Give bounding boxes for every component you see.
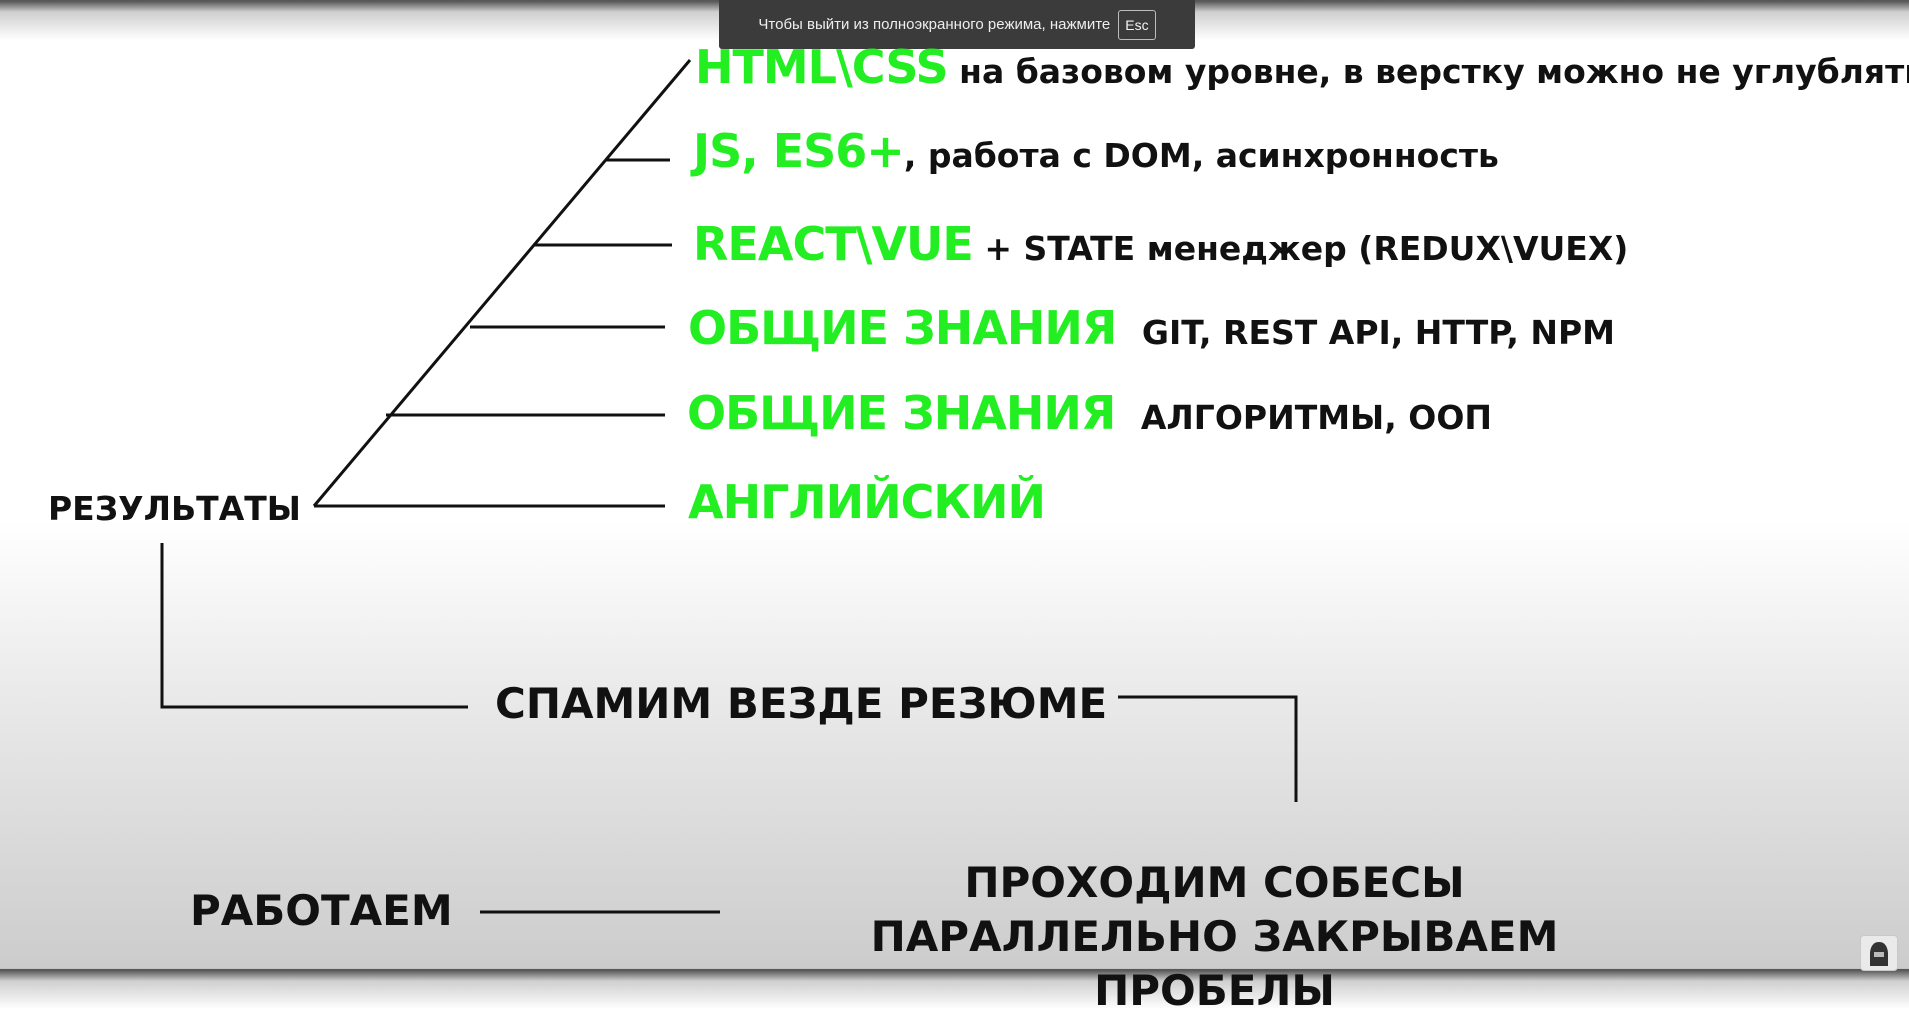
fullscreen-notice-text: Чтобы выйти из полноэкранного режима, на…: [758, 16, 1111, 33]
fullscreen-exit-notice: Чтобы выйти из полноэкранного режима, на…: [719, 0, 1195, 49]
esc-key-badge: Esc: [1118, 9, 1156, 40]
root-to-spam-line: [160, 543, 468, 709]
channel-avatar-icon[interactable]: [1860, 935, 1898, 971]
branch-5-rest: АЛГОРИТМЫ, ООП: [1140, 398, 1492, 437]
step-work: РАБОТАЕМ: [190, 886, 453, 935]
branch-3-highlight: REACT\VUE: [693, 217, 974, 271]
branch-3-rest: + STATE менеджер (REDUX\VUEX): [984, 229, 1629, 268]
branch-general-knowledge-1: ОБЩИЕ ЗНАНИЯ GIT, REST API, HTTP, NPM: [688, 305, 1615, 351]
step-interviews: ПРОХОДИМ СОБЕСЫ ПАРАЛЛЕЛЬНО ЗАКРЫВАЕМ ПР…: [752, 856, 1677, 1018]
branch-1-highlight: HTML\CSS: [695, 40, 949, 94]
spam-to-interviews-line: [1118, 695, 1298, 802]
branch-js: JS, ES6+, работа с DOM, асинхронность: [693, 128, 1499, 174]
step-interviews-line-2: ПАРАЛЛЕЛЬНО ЗАКРЫВАЕМ ПРОБЕЛЫ: [870, 912, 1559, 1015]
branch-6-highlight: АНГЛИЙСКИЙ: [688, 475, 1046, 529]
trunk-line: [312, 59, 692, 507]
hooded-figure-icon: [1870, 942, 1888, 966]
diagram-connectors: [160, 59, 1298, 914]
step-interviews-line-1: ПРОХОДИМ СОБЕСЫ: [964, 858, 1465, 907]
step-spam-resume: СПАМИМ ВЕЗДЕ РЕЗЮМЕ: [495, 679, 1108, 728]
branch-4-rest: GIT, REST API, HTTP, NPM: [1141, 313, 1615, 352]
branch-general-knowledge-2: ОБЩИЕ ЗНАНИЯ АЛГОРИТМЫ, ООП: [687, 390, 1492, 436]
branch-2-highlight: JS, ES6+: [693, 124, 905, 178]
branch-5-highlight: ОБЩИЕ ЗНАНИЯ: [687, 386, 1116, 440]
branch-1-rest: на базовом уровне, в верстку можно не уг…: [959, 52, 1909, 91]
branch-english: АНГЛИЙСКИЙ: [688, 479, 1046, 525]
branch-2-rest: , работа с DOM, асинхронность: [903, 136, 1499, 175]
root-label-results: РЕЗУЛЬТАТЫ: [48, 489, 301, 528]
branch-html-css: HTML\CSS на базовом уровне, в верстку мо…: [695, 44, 1909, 90]
branch-react-vue: REACT\VUE + STATE менеджер (REDUX\VUEX): [693, 221, 1628, 267]
branch-4-highlight: ОБЩИЕ ЗНАНИЯ: [688, 301, 1117, 355]
